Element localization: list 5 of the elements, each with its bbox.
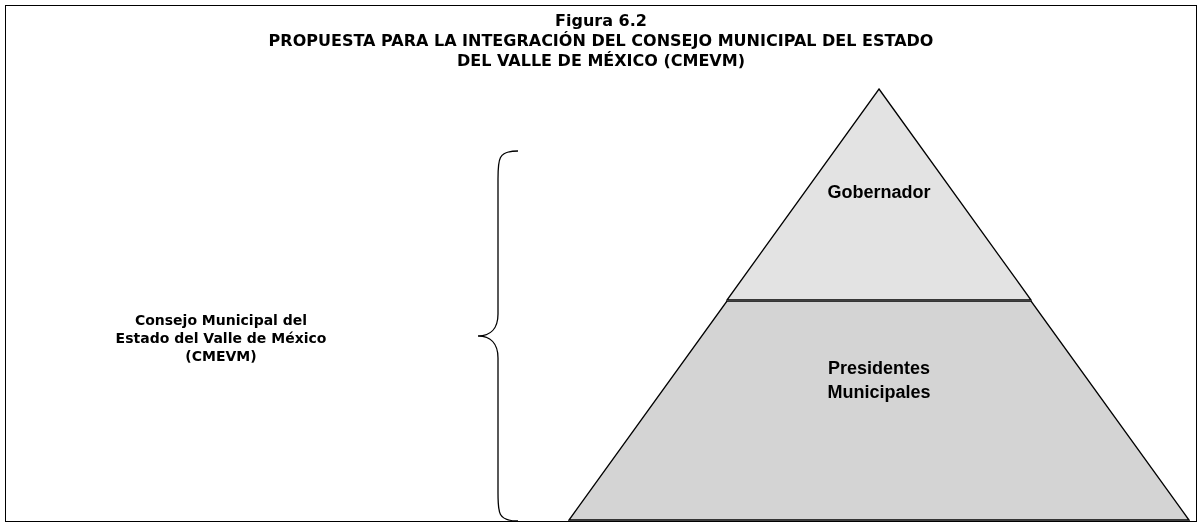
tier-label: Gobernador — [826, 181, 932, 204]
tier-label: Presidentes Municipales — [826, 357, 932, 404]
figure-title: PROPUESTA PARA LA INTEGRACIÓN DEL CONSEJO MUNICIPAL DEL ESTADO DEL VALLE DE MÉXICO (CMEVM) — [267, 31, 935, 71]
group-label: Consejo Municipal del Estado del Valle de México (CMEVM) — [114, 311, 328, 365]
figure-number: Figura 6.2 — [554, 11, 648, 31]
